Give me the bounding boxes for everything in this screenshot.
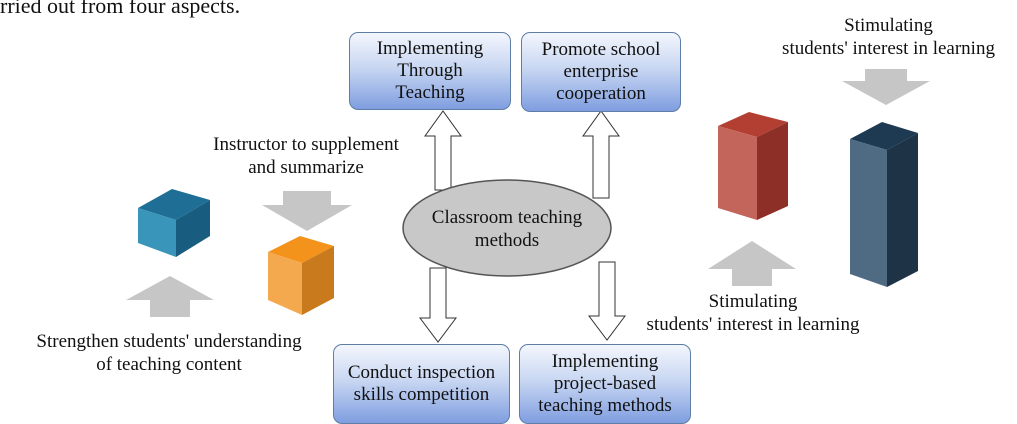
box-promote-school-enterprise: Promote school enterprise cooperation	[521, 32, 681, 112]
grey-arrow-up-left	[126, 276, 214, 317]
hollow-arrow-up-right	[582, 110, 620, 199]
blue-cube	[138, 189, 210, 257]
stim-top-line-2: students' interest in learning	[782, 38, 995, 59]
box-tl-line-2: Through	[397, 60, 463, 81]
label-strengthen-understanding: Strengthen students' understanding of te…	[0, 330, 338, 376]
hollow-arrow-down-left	[419, 267, 457, 343]
strengthen-line-2: of teaching content	[96, 354, 242, 375]
box-tl-line-1: Implementing	[376, 38, 484, 59]
center-line-2: methods	[474, 230, 540, 251]
box-br-line-3: teaching methods	[538, 395, 672, 416]
box-project-based-teaching: Implementing project-based teaching meth…	[519, 344, 691, 424]
box-br-line-1: Implementing	[551, 351, 659, 372]
box-br-line-2: project-based	[553, 373, 657, 394]
label-instructor-supplement: Instructor to supplement and summarize	[186, 133, 426, 179]
box-conduct-inspection: Conduct inspection skills competition	[333, 344, 510, 424]
box-bl-line-2: skills competition	[353, 384, 490, 405]
supplement-line-2: and summarize	[248, 157, 364, 178]
label-stimulating-top: Stimulating students' interest in learni…	[760, 14, 1017, 60]
strengthen-line-1: Strengthen students' understanding	[36, 331, 302, 352]
hollow-arrow-up-left	[424, 110, 462, 191]
supplement-line-1: Instructor to supplement	[213, 134, 399, 155]
grey-arrow-down-left	[262, 191, 352, 231]
box-tr-line-2: enterprise	[563, 61, 639, 82]
intro-text: rried out from four aspects.	[0, 0, 241, 18]
box-tl-line-3: Teaching	[395, 82, 465, 103]
center-node-text: Classroom teaching methods	[407, 206, 607, 252]
center-line-1: Classroom teaching	[431, 207, 583, 228]
red-prism	[718, 112, 788, 220]
hollow-arrow-down-right	[588, 261, 626, 341]
grey-arrow-up-right	[708, 241, 796, 286]
stim-bottom-line-1: Stimulating	[708, 291, 798, 312]
orange-cube	[268, 236, 334, 315]
stim-top-line-1: Stimulating	[844, 15, 933, 36]
grey-arrow-down-right	[842, 69, 930, 105]
box-tr-line-1: Promote school	[541, 39, 661, 60]
box-bl-line-1: Conduct inspection	[347, 362, 496, 383]
stim-bottom-line-2: students' interest in learning	[646, 314, 860, 335]
center-ellipse	[402, 179, 612, 277]
box-implementing-through-teaching: Implementing Through Teaching	[349, 32, 511, 110]
navy-prism	[850, 122, 918, 287]
box-tr-line-3: cooperation	[556, 83, 646, 104]
label-stimulating-bottom: Stimulating students' interest in learni…	[622, 290, 884, 336]
